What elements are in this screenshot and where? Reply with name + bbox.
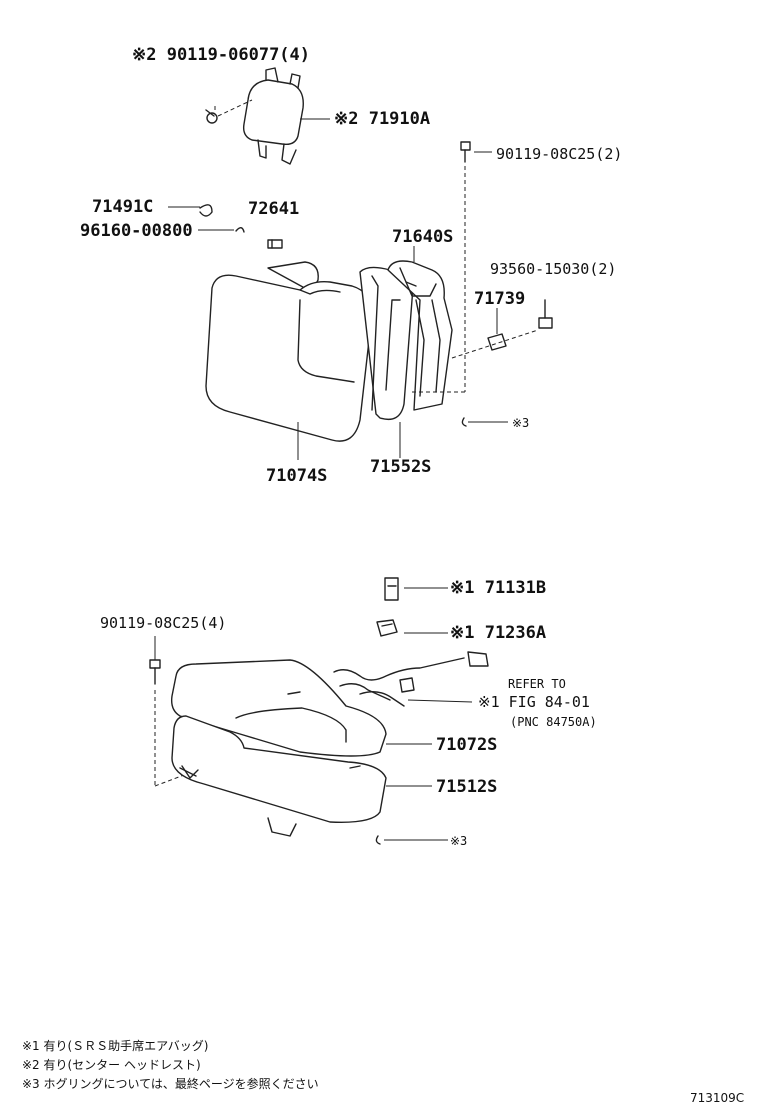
label-71739: 71739 bbox=[474, 289, 525, 309]
cushion-cover-drawing bbox=[170, 659, 387, 757]
footnote-3: ※3 ホグリングについては、最終ページを参照ください bbox=[22, 1076, 319, 1091]
label-90119-08c25-2: 90119-08C25(2) bbox=[496, 145, 622, 163]
hook-drawing bbox=[199, 204, 213, 217]
headrest-drawing bbox=[242, 67, 304, 165]
label-71491c: 71491C bbox=[92, 197, 153, 217]
label-96160-00800: 96160-00800 bbox=[80, 221, 193, 241]
label-71552s: 71552S bbox=[370, 457, 431, 477]
label-71236a: ※1 71236A bbox=[450, 623, 546, 643]
wire-harness-drawing bbox=[333, 651, 489, 707]
label-71131b: ※1 71131B bbox=[450, 578, 546, 598]
screw-drawing bbox=[205, 109, 218, 124]
cushion-bolt-drawing bbox=[149, 659, 161, 685]
footnote-1: ※1 有り(ＳＲＳ助手席エアバッグ) bbox=[22, 1038, 208, 1053]
cushion-pad-drawing bbox=[171, 715, 387, 837]
seatback-frame-drawing bbox=[387, 260, 453, 411]
hog-ring-drawing bbox=[461, 417, 467, 427]
clip-drawing bbox=[235, 227, 245, 233]
label-93560-15030: 93560-15030(2) bbox=[490, 260, 616, 278]
label-71074s: 71074S bbox=[266, 466, 327, 486]
label-71072s: 71072S bbox=[436, 735, 497, 755]
clip-71236a-drawing bbox=[376, 619, 398, 637]
label-ref3-top: ※3 bbox=[512, 416, 529, 430]
side-bolt-drawing bbox=[538, 299, 553, 329]
hog-ring-bottom-drawing bbox=[375, 835, 381, 845]
label-90119-06077: ※2 90119-06077(4) bbox=[132, 45, 310, 65]
bolt-drawing bbox=[460, 141, 471, 163]
bracket-drawing bbox=[384, 577, 399, 601]
figure-id: 713109C bbox=[690, 1091, 744, 1105]
label-72641: 72641 bbox=[248, 199, 299, 219]
label-fig-84-01: ※1 FIG 84-01 bbox=[478, 693, 590, 711]
grommet-drawing bbox=[487, 333, 507, 351]
pin-drawing bbox=[267, 239, 283, 249]
seatback-pad-drawing bbox=[359, 266, 413, 421]
label-90119-08c25-4: 90119-08C25(4) bbox=[100, 614, 226, 632]
label-71640s: 71640S bbox=[392, 227, 453, 247]
label-71910a: ※2 71910A bbox=[334, 109, 430, 129]
footnote-2: ※2 有り(センター ヘッドレスト) bbox=[22, 1058, 201, 1072]
label-refer-to: REFER TO bbox=[508, 677, 566, 691]
label-71512s: 71512S bbox=[436, 777, 497, 797]
seatback-cover-drawing bbox=[205, 261, 373, 442]
label-pnc-84750a: (PNC 84750A) bbox=[510, 715, 597, 729]
label-ref3-bottom: ※3 bbox=[450, 834, 467, 848]
